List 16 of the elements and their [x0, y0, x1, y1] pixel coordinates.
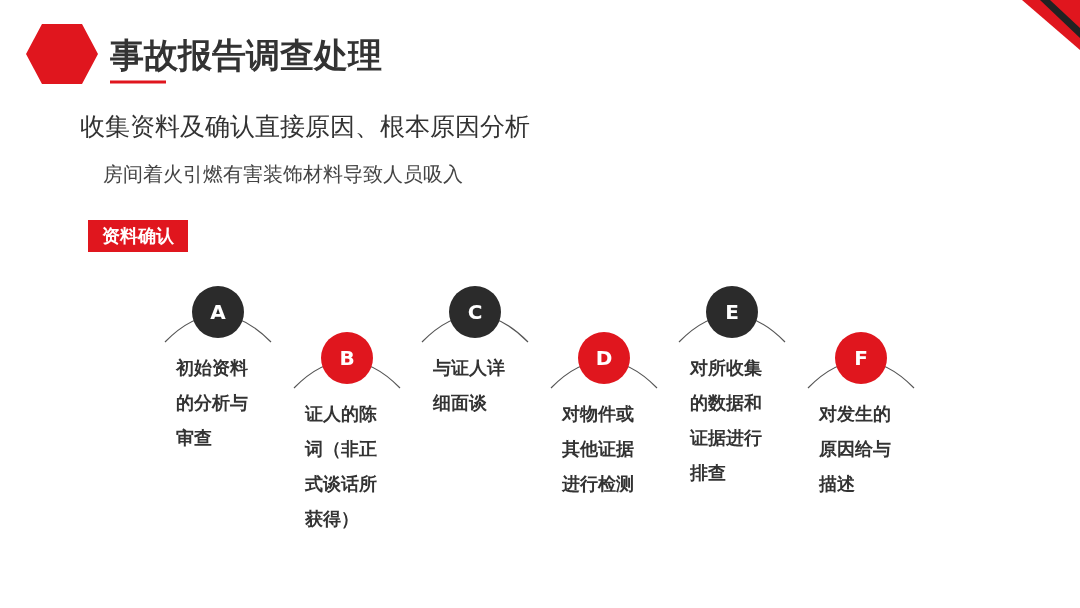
letter-circle: B: [321, 332, 373, 384]
letter-circle: F: [835, 332, 887, 384]
letter-circle: E: [706, 286, 758, 338]
step-description: 对发生的原因给与描述: [819, 402, 892, 496]
letter-circle: A: [192, 286, 244, 338]
step-description: 对物件或其他证据进行检测: [562, 402, 635, 496]
section-tag: 资料确认: [88, 220, 188, 252]
subtitle-text: 收集资料及确认直接原因、根本原因分析: [80, 111, 530, 143]
letter-circle: C: [449, 286, 501, 338]
subtitle-text: 房间着火引燃有害装饰材料导致人员吸入: [103, 161, 463, 188]
step-description: 对所收集的数据和证据进行排查: [690, 356, 763, 485]
letter-circle: D: [578, 332, 630, 384]
slide-title: 事故报告调查处理: [110, 34, 382, 77]
step-description: 与证人详细面谈: [433, 356, 506, 415]
step-description: 初始资料的分析与审查: [176, 356, 249, 450]
step-description: 证人的陈词（非正式谈话所获得）: [305, 402, 378, 531]
